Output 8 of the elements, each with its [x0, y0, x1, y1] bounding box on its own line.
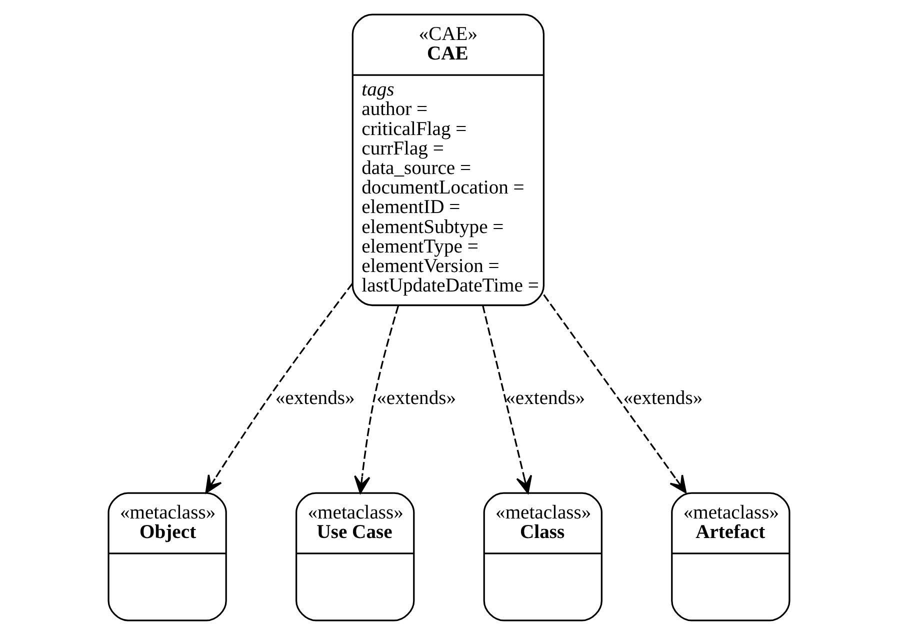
arrow [205, 282, 354, 494]
arrow [482, 305, 532, 494]
edge-label: «extends» [376, 388, 456, 410]
edge-label: «extends» [623, 388, 703, 410]
arrow [354, 306, 400, 494]
arrow [543, 294, 687, 494]
edge-label: «extends» [506, 388, 586, 410]
edge-label: «extends» [275, 388, 355, 410]
